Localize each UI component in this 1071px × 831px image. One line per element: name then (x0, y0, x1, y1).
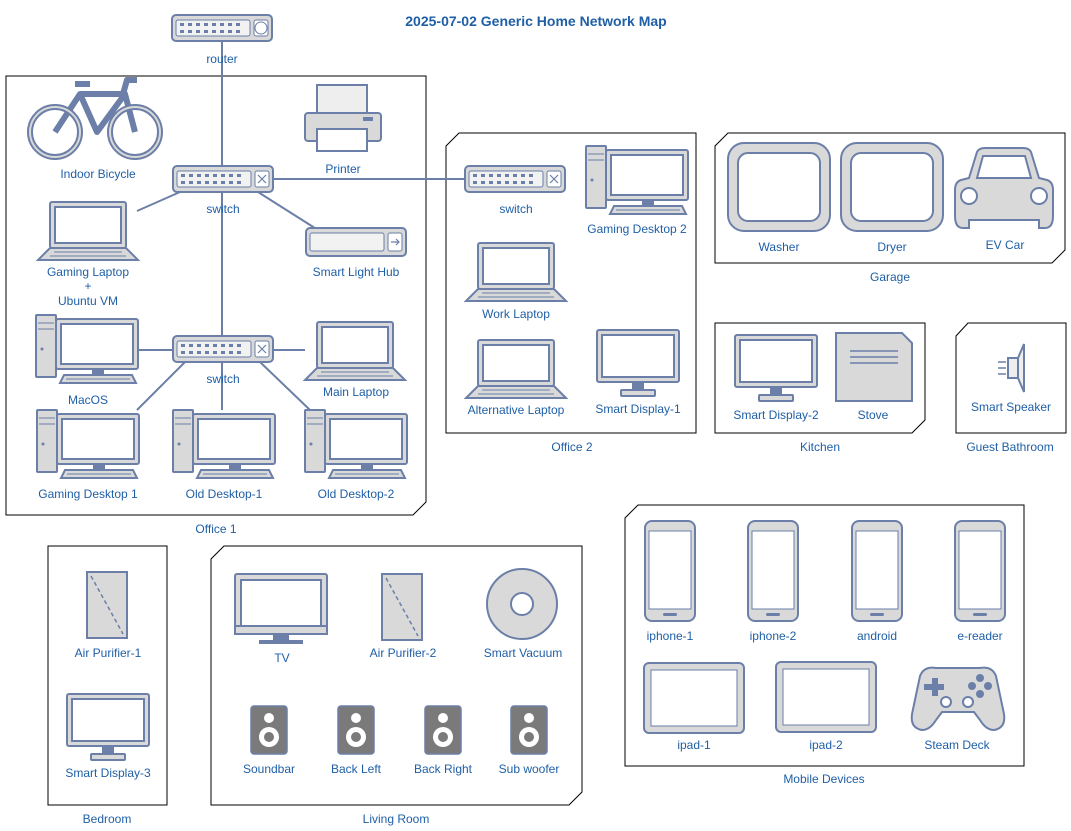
switch-lower-icon (172, 335, 274, 363)
switch-main-label: switch (206, 202, 239, 216)
room-label-living-room: Living Room (363, 812, 430, 826)
macos-desktop-icon (35, 314, 139, 384)
smart-vacuum-label: Smart Vacuum (484, 646, 562, 660)
smart-speaker-label: Smart Speaker (971, 400, 1051, 414)
ipad-2-icon (775, 661, 877, 733)
ubuntu-vm-label: Ubuntu VM (58, 294, 118, 308)
old-desktop-1-icon (172, 409, 276, 479)
work-laptop-label: Work Laptop (482, 307, 550, 321)
sub-woofer-icon (510, 705, 548, 755)
android-icon (851, 520, 903, 622)
iphone-2-label: iphone-2 (750, 629, 797, 643)
e-reader-icon (954, 520, 1006, 622)
gaming-laptop-plus: + (84, 279, 91, 293)
room-label-garage: Garage (870, 270, 910, 284)
room-living-room (210, 545, 583, 806)
android-label: android (857, 629, 897, 643)
alternative-laptop-label: Alternative Laptop (468, 403, 565, 417)
steam-deck-gamepad-icon (910, 666, 1006, 732)
stove-icon (835, 332, 913, 402)
smart-light-hub-icon (305, 227, 407, 257)
back-right-label: Back Right (414, 762, 473, 776)
old-desktop-2-icon (304, 409, 408, 479)
room-office-2 (445, 132, 697, 434)
old-desktop-2-label: Old Desktop-2 (318, 487, 395, 501)
ev-car-label: EV Car (986, 238, 1025, 252)
steam-deck-label: Steam Deck (924, 738, 990, 752)
tv-icon (234, 573, 328, 644)
ipad-2-label: ipad-2 (809, 738, 843, 752)
air-purifier-1-icon (86, 571, 128, 639)
old-desktop-1-label: Old Desktop-1 (186, 487, 263, 501)
room-garage (714, 132, 1066, 264)
air-purifier-1-label: Air Purifier-1 (75, 646, 142, 660)
switch-lower-label: switch (206, 372, 239, 386)
printer-icon (304, 84, 382, 152)
room-mobile-devices (624, 504, 1025, 767)
smart-speaker-icon (998, 343, 1025, 393)
tv-label: TV (274, 651, 289, 665)
back-right-speaker-icon (424, 705, 462, 755)
air-purifier-2-label: Air Purifier-2 (370, 646, 437, 660)
ev-car-icon (954, 147, 1054, 229)
smart-display-1-label: Smart Display-1 (595, 402, 681, 416)
e-reader-label: e-reader (957, 629, 1002, 643)
room-label-office-1: Office 1 (195, 522, 236, 536)
gaming-laptop-label: Gaming Laptop (47, 265, 129, 279)
ipad-1-icon (643, 662, 745, 734)
room-guest-bathroom (955, 322, 1067, 434)
sub-woofer-label: Sub woofer (499, 762, 560, 776)
soundbar-label: Soundbar (243, 762, 295, 776)
smart-display-2-icon (734, 334, 818, 402)
room-office-1 (5, 75, 427, 516)
smart-display-2-label: Smart Display-2 (733, 408, 819, 422)
smart-display-1-icon (596, 329, 680, 397)
room-label-mobile-devices: Mobile Devices (783, 772, 864, 786)
switch-main-icon (172, 165, 274, 193)
router-port-icon (254, 21, 268, 35)
smart-vacuum-icon (486, 568, 558, 640)
macos-label: MacOS (68, 393, 108, 407)
switch-office2-label: switch (499, 202, 532, 216)
gaming-desktop-1-label: Gaming Desktop 1 (38, 487, 138, 501)
room-bedroom (47, 545, 168, 806)
work-laptop-icon (465, 242, 567, 302)
gaming-laptop-icon (37, 201, 139, 261)
dryer-label: Dryer (877, 240, 906, 254)
soundbar-icon (250, 705, 288, 755)
smart-light-hub-label: Smart Light Hub (313, 265, 400, 279)
diagram-title: 2025-07-02 Generic Home Network Map (405, 13, 666, 29)
router-label: router (206, 52, 237, 66)
washer-label: Washer (759, 240, 800, 254)
washer-icon (727, 142, 831, 232)
network-links (136, 41, 465, 411)
iphone-2-icon (747, 520, 799, 622)
stove-label: Stove (858, 408, 889, 422)
smart-display-3-icon (66, 693, 150, 761)
alternative-laptop-icon (465, 339, 567, 399)
back-left-label: Back Left (331, 762, 382, 776)
gaming-desktop-2-label: Gaming Desktop 2 (587, 222, 687, 236)
back-left-speaker-icon (337, 705, 375, 755)
room-label-guest-bathroom: Guest Bathroom (966, 440, 1053, 454)
dryer-icon (840, 142, 944, 232)
room-kitchen (714, 322, 926, 434)
switch-office2-icon (464, 165, 566, 193)
iphone-1-icon (644, 520, 696, 622)
room-label-kitchen: Kitchen (800, 440, 840, 454)
indoor-bicycle-icon (27, 77, 163, 160)
iphone-1-label: iphone-1 (647, 629, 694, 643)
room-label-office-2: Office 2 (551, 440, 592, 454)
gaming-desktop-1-icon (36, 409, 140, 479)
main-laptop-icon (304, 321, 406, 381)
ipad-1-label: ipad-1 (677, 738, 711, 752)
smart-display-3-label: Smart Display-3 (65, 766, 151, 780)
indoor-bicycle-label: Indoor Bicycle (60, 167, 136, 181)
main-laptop-label: Main Laptop (323, 385, 389, 399)
gaming-desktop-2-icon (585, 145, 689, 215)
room-label-bedroom: Bedroom (83, 812, 132, 826)
air-purifier-2-icon (381, 573, 423, 641)
printer-label: Printer (325, 162, 360, 176)
